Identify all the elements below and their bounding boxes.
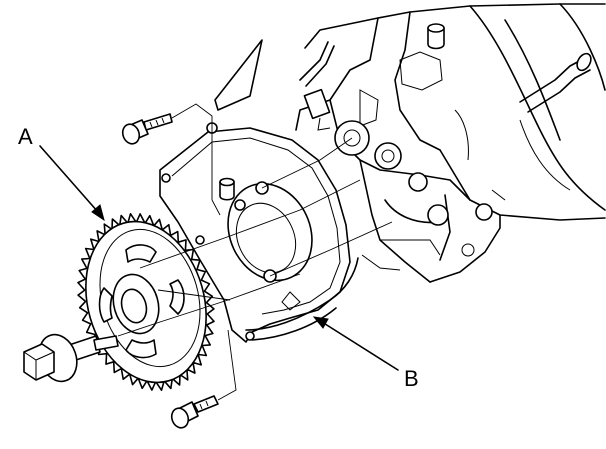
leader-a (39, 145, 105, 222)
bolt-lower (170, 395, 219, 429)
label-a: A (18, 124, 33, 149)
leader-b (312, 316, 399, 371)
bolt-upper-left (121, 113, 173, 145)
back-cover (159, 122, 359, 343)
engine-block (214, 3, 606, 283)
bolt-pulley (23, 333, 119, 383)
label-b: B (404, 366, 419, 391)
alignment-lines (117, 103, 393, 401)
